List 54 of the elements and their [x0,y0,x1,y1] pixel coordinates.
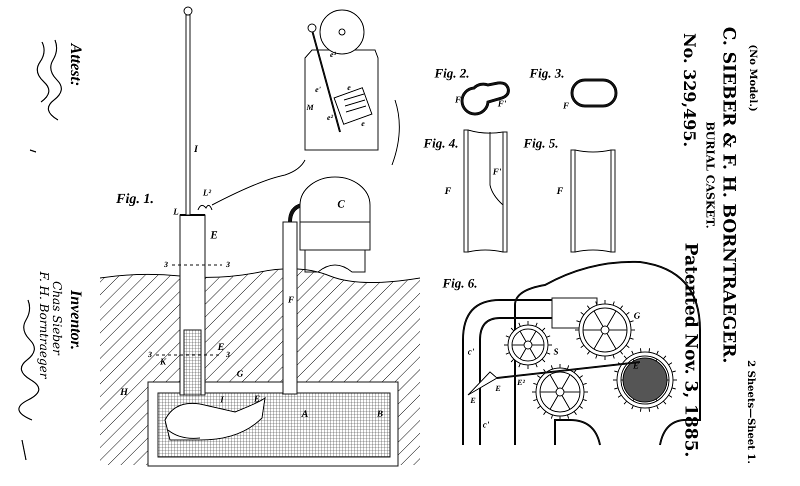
figure-label: Fig. 1. [116,193,154,207]
figure-label: Attest: [67,44,83,86]
figure-label: Fig. 2. [434,66,470,80]
reference-letter: I [194,145,198,155]
reference-letter: C [337,200,345,210]
figure-label: Inventor. [67,290,83,350]
heading-text: 2 Sheets—Sheet 1. [745,360,755,464]
figure-label: Fig. 5. [523,136,559,150]
figure-label: Fig. 4. [423,136,459,150]
reference-letter: e [361,120,365,128]
reference-letter: 3 [226,261,230,269]
signature-text: F. H. Borntraeger [38,271,50,379]
reference-letter: F [563,102,569,110]
reference-letter: G [634,312,640,320]
heading-text: No. 329,495. [681,32,697,148]
reference-letter: E [495,385,501,393]
reference-letter: c' [468,348,474,356]
heading-text: C. SIEBER & F. H. BORNTRAEGER. [720,26,736,364]
reference-letter: F' [492,168,502,176]
reference-letter: e³ [330,51,336,59]
reference-letter: A [302,410,308,420]
reference-letter: e² [327,114,333,122]
heading-text: (No Model.) [747,44,757,112]
reference-letter: L [173,208,179,216]
reference-letter: 3 [148,351,152,359]
reference-letter: F' [498,100,506,108]
reference-letter: 3 [164,261,168,269]
reference-letter: e [347,84,351,92]
reference-letter: F [455,96,461,104]
reference-letter: c' [482,420,490,430]
reference-letter: L² [202,188,212,198]
reference-letter: B [377,410,383,418]
reference-letter: e' [315,86,321,94]
reference-letter: E [254,394,260,404]
heading-text: BURIAL CASKET. [704,121,716,229]
reference-letter: E² [517,379,525,387]
figure-label: Fig. 6. [442,276,478,290]
reference-letter: E [470,397,476,405]
figure-label: Fig. 3. [529,66,565,80]
reference-letter: K [160,358,166,366]
reference-letter: E [210,230,218,242]
reference-letter: I [220,396,224,404]
reference-letter: F [444,187,452,197]
signature-text: Chas Sieber [51,281,63,355]
reference-letter: G [236,370,244,378]
reference-letter: E [633,362,639,370]
reference-letter: H [120,388,128,398]
reference-letter: F [556,187,564,197]
reference-letter: E [218,343,224,353]
reference-letter: S [554,348,558,356]
reference-letter: F [288,296,294,304]
heading-text: Patented Nov. 3, 1885. [682,242,698,458]
reference-letter: 3 [226,351,230,359]
reference-letter: M [306,104,314,112]
